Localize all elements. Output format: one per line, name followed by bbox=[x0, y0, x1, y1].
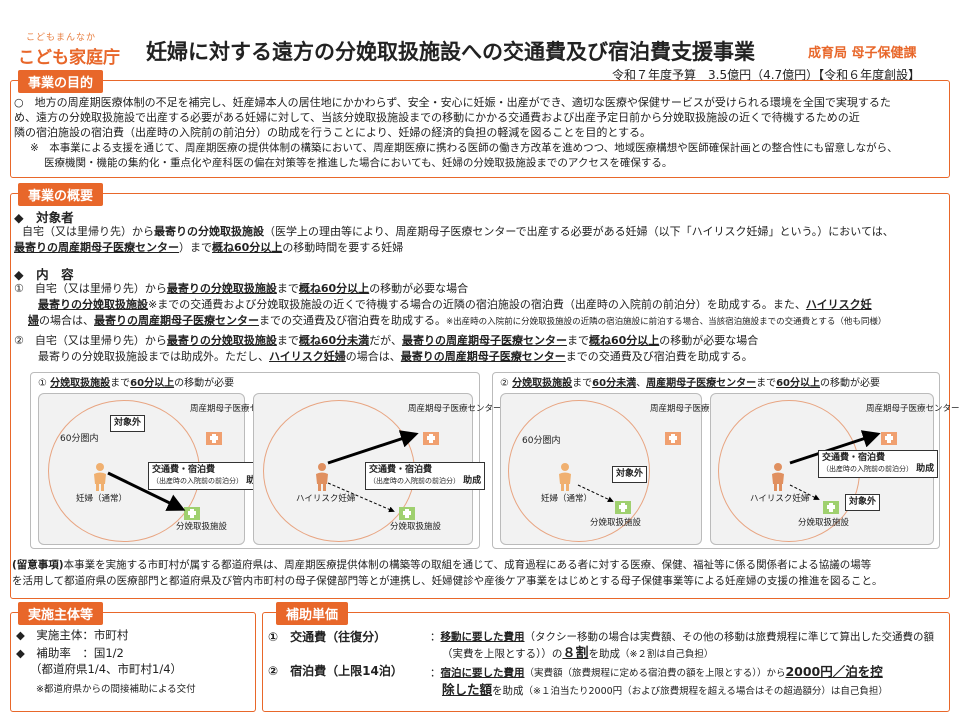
zone-label: 60分圏内 bbox=[522, 436, 561, 446]
pregnant-woman-icon bbox=[768, 462, 788, 492]
hospital-icon bbox=[664, 428, 682, 446]
overview-section bbox=[10, 193, 950, 599]
aid-callout: 交通費・宿泊費（出産時の入院前の前泊分） 助成 bbox=[818, 450, 939, 478]
purpose-note-1: ※ 本事業による支援を通じて、周産期医療の提供体制の構築において、周産期医療に携… bbox=[30, 142, 898, 154]
center-label: 周産期母子医療センター bbox=[866, 404, 960, 414]
facility-label: 分娩取扱施設 bbox=[590, 518, 642, 528]
out-of-scope-callout: 対象外 bbox=[110, 415, 146, 432]
purpose-line-2: め、遠方の分娩取扱施設で出産する必要がある妊婦に対して、当該分娩取扱施設までの移… bbox=[14, 111, 860, 124]
implementer-line-2: ◆ 補助率 ：国1/2 bbox=[16, 646, 124, 660]
lodging-label: ② 宿泊費（上限14泊） bbox=[268, 664, 403, 678]
clinic-icon bbox=[183, 503, 201, 521]
arrows bbox=[107, 471, 186, 511]
diagram-2-title: ② 分娩取扱施設まで60分未満、周産期母子医療センターまで60分以上の移動が必要 bbox=[500, 378, 880, 389]
normal-label: 妊婦（通常） bbox=[541, 494, 593, 504]
diagram-2 bbox=[492, 372, 940, 549]
aid-callout: 交通費・宿泊費（出産時の入院前の前泊分） 助成 bbox=[365, 462, 486, 490]
pregnant-woman-icon bbox=[90, 462, 110, 492]
target-line-1: 自宅（又は里帰り先）から最寄りの分娩取扱施設（医学上の理由等により、周産期母子医… bbox=[22, 225, 894, 238]
clinic-icon bbox=[614, 497, 632, 515]
zone-circle bbox=[508, 400, 650, 542]
unit-price-tag: 補助単価 bbox=[276, 602, 349, 625]
transport-line-1: ：移動に要した費用（タクシー移動の場合は実費額、その他の移動は旅費規程に準じて算… bbox=[430, 631, 934, 643]
lodging-line-1: ：宿泊に要した費用（実費額（旅費規程に定める宿泊費の額を上限とする））から200… bbox=[430, 664, 883, 679]
zone-label: 60分圏内 bbox=[60, 434, 99, 444]
pregnant-woman-icon bbox=[312, 462, 332, 492]
center-label: 周産期母子医療センター bbox=[190, 404, 284, 414]
content-1-line-3: 婦の場合は、最寄りの周産期母子医療センターまでの交通費及び宿泊費を助成する。※出… bbox=[28, 314, 887, 327]
unit-price-section bbox=[262, 612, 950, 712]
arrows bbox=[327, 430, 419, 513]
diagram-1 bbox=[30, 372, 480, 549]
implementer-line-3: （都道府県1/4、市町村1/4） bbox=[30, 662, 183, 676]
implementer-line-1: ◆ 実施主体：市町村 bbox=[16, 628, 129, 642]
purpose-section bbox=[10, 80, 950, 178]
high-risk-label: ハイリスク妊婦 bbox=[296, 494, 356, 504]
transport-label: ① 交通費（往復分） bbox=[268, 630, 387, 644]
hospital-icon bbox=[205, 428, 223, 446]
hospital-icon bbox=[880, 428, 898, 446]
clinic-icon bbox=[822, 497, 840, 515]
clinic-icon bbox=[398, 503, 416, 521]
target-heading: ◆ 対象者 bbox=[14, 210, 74, 225]
implementer-line-4: ※都道府県からの間接補助による交付 bbox=[36, 684, 196, 695]
diagram-1-title: ① 分娩取扱施設まで60分以上の移動が必要 bbox=[38, 378, 235, 389]
purpose-line-3: 隣の宿泊施設の宿泊費（出産時の入院前の前泊分）の助成を行うことにより、妊婦の経済… bbox=[14, 126, 652, 139]
pregnant-woman-icon bbox=[555, 462, 575, 492]
overview-tag: 事業の概要 bbox=[18, 183, 104, 206]
implementer-tag: 実施主体等 bbox=[18, 602, 104, 625]
lodging-line-2: 除した額を助成（※１泊当たり2000円（および旅費規程を超える場合はその超過額分… bbox=[442, 682, 888, 697]
center-label: 周産期母子医療センター bbox=[408, 404, 502, 414]
target-line-2: 最寄りの周産期母子医療センター）まで概ね60分以上の移動時間を要する妊婦 bbox=[14, 241, 404, 254]
aid-callout: 交通費・宿泊費（出産時の入院前の前泊分） 助成 bbox=[148, 462, 269, 490]
note-line-2: を活用して都道府県の医療部門と都道府県及び管内市町村の母子保健部門等とが連携し、… bbox=[12, 575, 883, 587]
content-2-line-2: 最寄りの分娩取扱施設までは助成外。ただし、ハイリスク妊婦の場合は、最寄りの周産期… bbox=[38, 350, 753, 363]
normal-label: 妊婦（通常） bbox=[76, 494, 128, 504]
facility-label: 分娩取扱施設 bbox=[390, 522, 442, 532]
purpose-tag: 事業の目的 bbox=[18, 70, 104, 93]
center-label: 周産期母子医療センター bbox=[650, 404, 744, 414]
page-title: 妊婦に対する遠方の分娩取扱施設への交通費及び宿泊費支援事業 bbox=[146, 40, 755, 64]
facility-label: 分娩取扱施設 bbox=[798, 518, 850, 528]
content-1-line-2: 最寄りの分娩取扱施設※までの交通費および分娩取扱施設の近くで待機する場合の近隣の… bbox=[38, 298, 872, 311]
content-2-line-1: ② 自宅（又は里帰り先）から最寄りの分娩取扱施設まで概ね60分未満だが、最寄りの… bbox=[14, 334, 759, 347]
facility-label: 分娩取扱施設 bbox=[176, 522, 228, 532]
arrows bbox=[577, 484, 614, 503]
arrows bbox=[789, 430, 881, 500]
transport-line-2: （実費を上限とする））の８割を助成（※２割は自己負担） bbox=[442, 646, 714, 661]
content-heading: ◆ 内 容 bbox=[14, 267, 74, 282]
out-of-scope-callout: 対象外 bbox=[845, 494, 881, 511]
high-risk-label: ハイリスク妊婦 bbox=[750, 494, 810, 504]
purpose-line-1: ○ 地方の周産期医療体制の不足を補完し、妊産婦本人の居住地にかかわらず、安全・安… bbox=[14, 96, 891, 109]
purpose-note-2: 医療機関・機能の集約化・重点化や産科医の偏在対策等を推進した場合においても、妊婦… bbox=[44, 157, 673, 169]
hospital-icon bbox=[422, 428, 440, 446]
logo-tagline: こどもまんなか bbox=[26, 33, 97, 43]
out-of-scope-callout: 対象外 bbox=[612, 466, 648, 483]
department: 成育局 母子保健課 bbox=[808, 46, 917, 61]
content-1-line-1: ① 自宅（又は里帰り先）から最寄りの分娩取扱施設まで概ね60分以上の移動が必要な… bbox=[14, 282, 469, 295]
logo: こども家庭庁 bbox=[18, 48, 120, 68]
budget: 令和７年度予算 3.5億円（4.7億円）【令和６年度創設】 bbox=[612, 68, 921, 82]
implementer-section bbox=[10, 612, 256, 712]
note-line-1: (留意事項)本事業を実施する市町村が属する都道府県は、周産期医療提供体制の構築等… bbox=[12, 559, 872, 571]
